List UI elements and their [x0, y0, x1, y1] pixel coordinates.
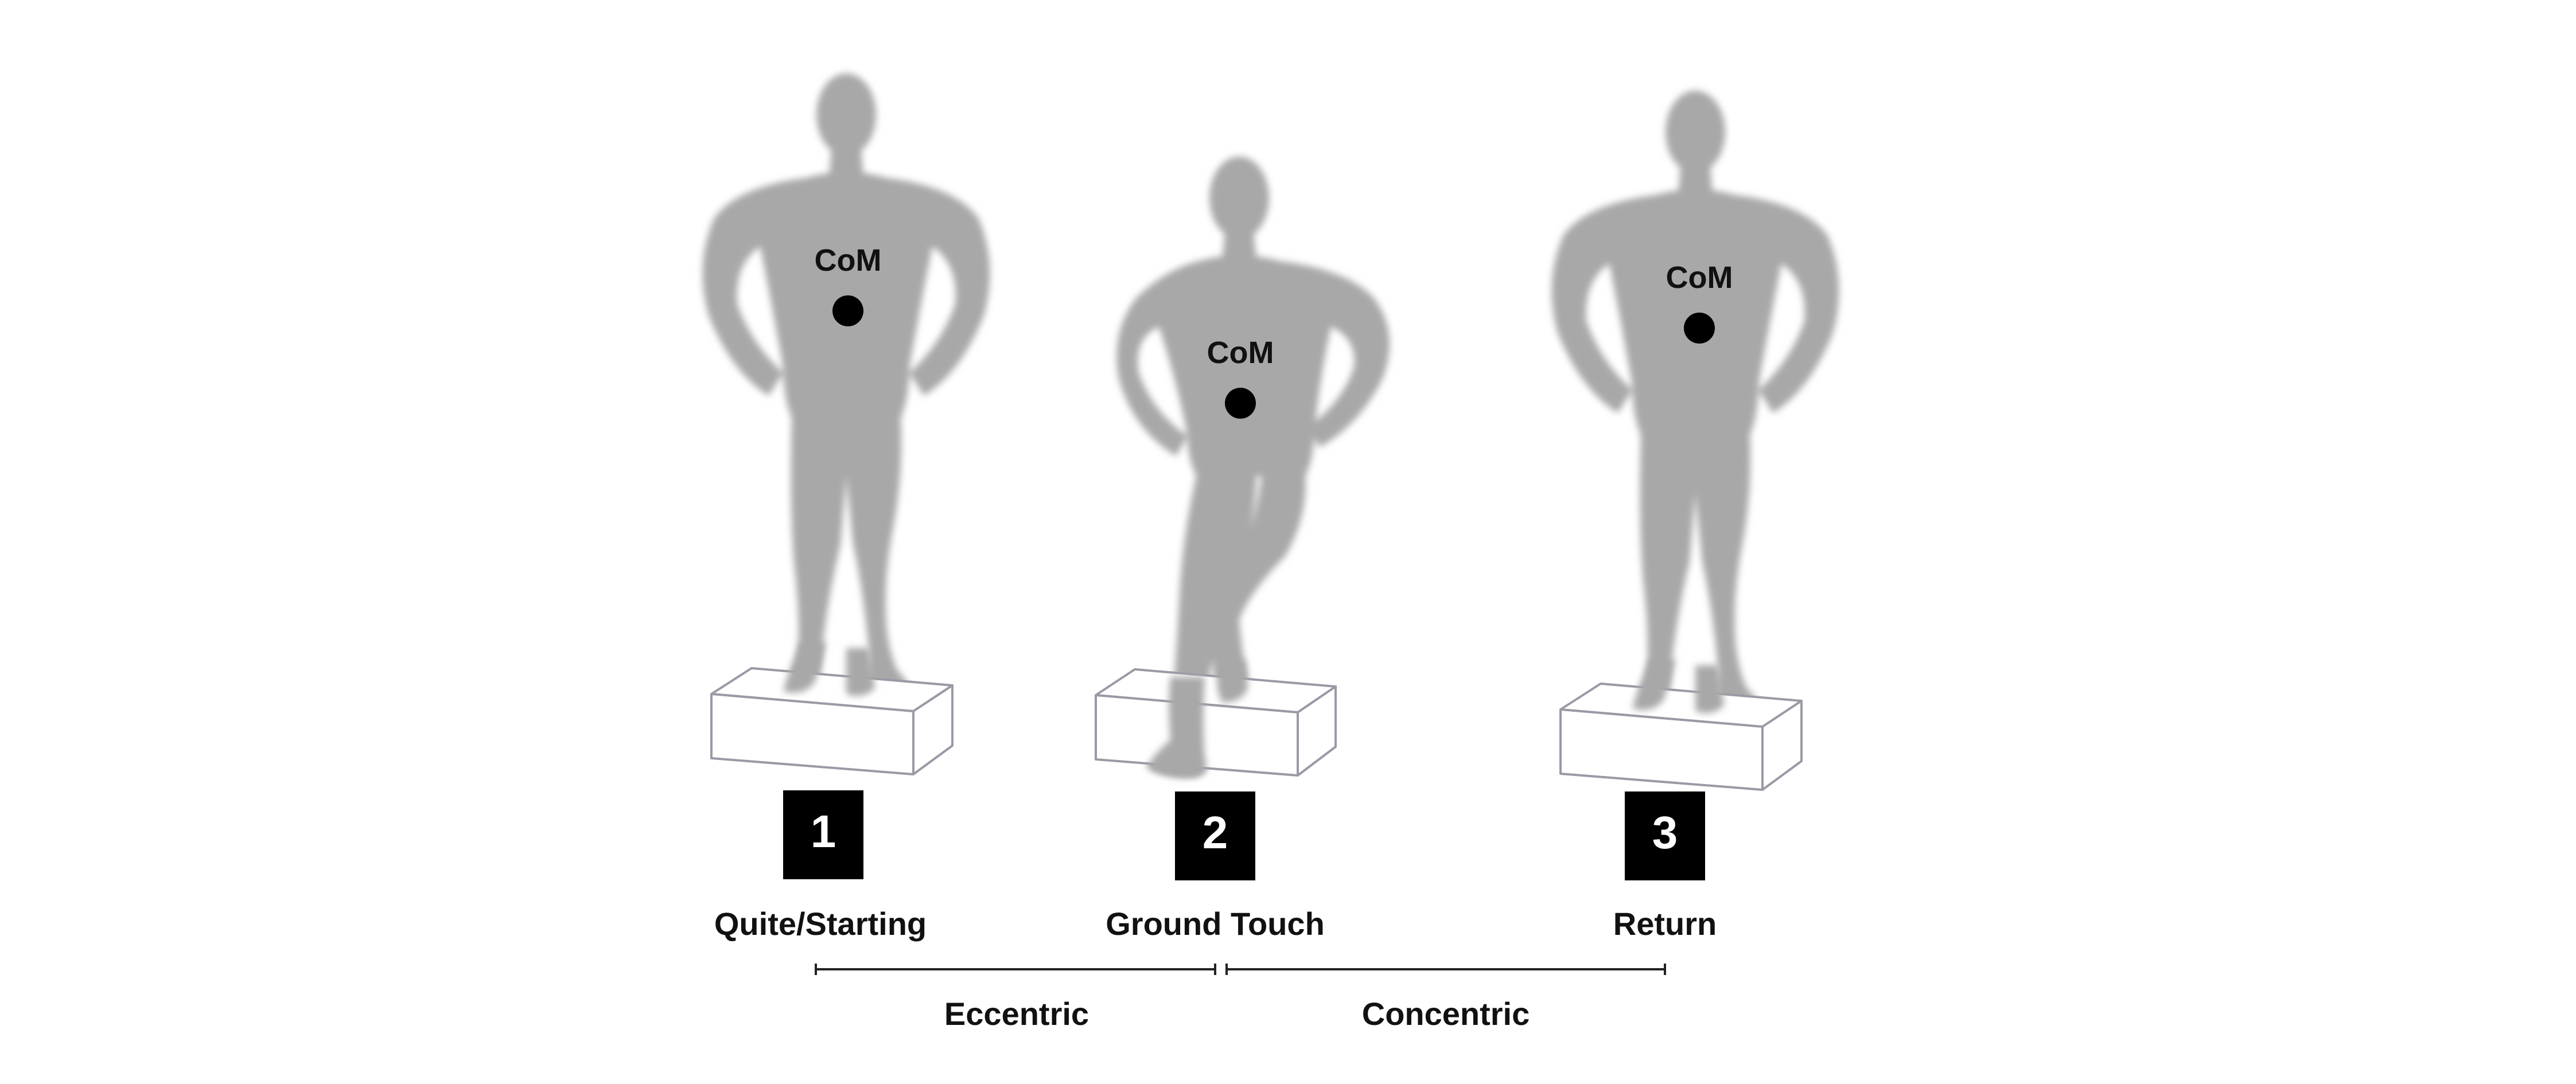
figure-3: CoM — [1551, 91, 1839, 791]
step-label-2: Ground Touch — [1106, 906, 1325, 942]
step-badge-3: 3 — [1625, 791, 1705, 880]
feet-1 — [783, 642, 875, 696]
feet-3 — [1632, 660, 1724, 713]
reaching-leg-2 — [1147, 660, 1248, 777]
phase-label-eccentric: Eccentric — [944, 996, 1089, 1032]
step-number-3: 3 — [1652, 807, 1678, 858]
step-box-1 — [710, 667, 954, 775]
phase-bracket-eccentric — [815, 964, 1216, 975]
step-number-2: 2 — [1203, 807, 1228, 858]
com-marker-3 — [1684, 313, 1715, 344]
step-number-1: 1 — [811, 806, 836, 857]
person-silhouette-3 — [1551, 91, 1839, 724]
step-badge-1: 1 — [783, 790, 863, 879]
person-silhouette-1 — [702, 73, 990, 707]
step-label-3: Return — [1613, 906, 1717, 942]
com-label-3: CoM — [1666, 260, 1733, 295]
step-box-3 — [1559, 683, 1803, 791]
step-label-1: Quite/Starting — [714, 906, 927, 942]
figure-1: CoM — [702, 73, 990, 775]
com-label-1: CoM — [815, 243, 882, 278]
com-marker-2 — [1225, 388, 1256, 419]
figure-2: CoM — [1095, 157, 1390, 777]
step-badge-2: 2 — [1175, 791, 1255, 880]
person-silhouette-2 — [1116, 157, 1390, 777]
com-marker-1 — [832, 295, 863, 326]
com-label-2: CoM — [1207, 336, 1274, 370]
phase-label-concentric: Concentric — [1362, 996, 1530, 1032]
phase-bracket-concentric — [1225, 964, 1666, 975]
step-box-2 — [1095, 668, 1337, 777]
